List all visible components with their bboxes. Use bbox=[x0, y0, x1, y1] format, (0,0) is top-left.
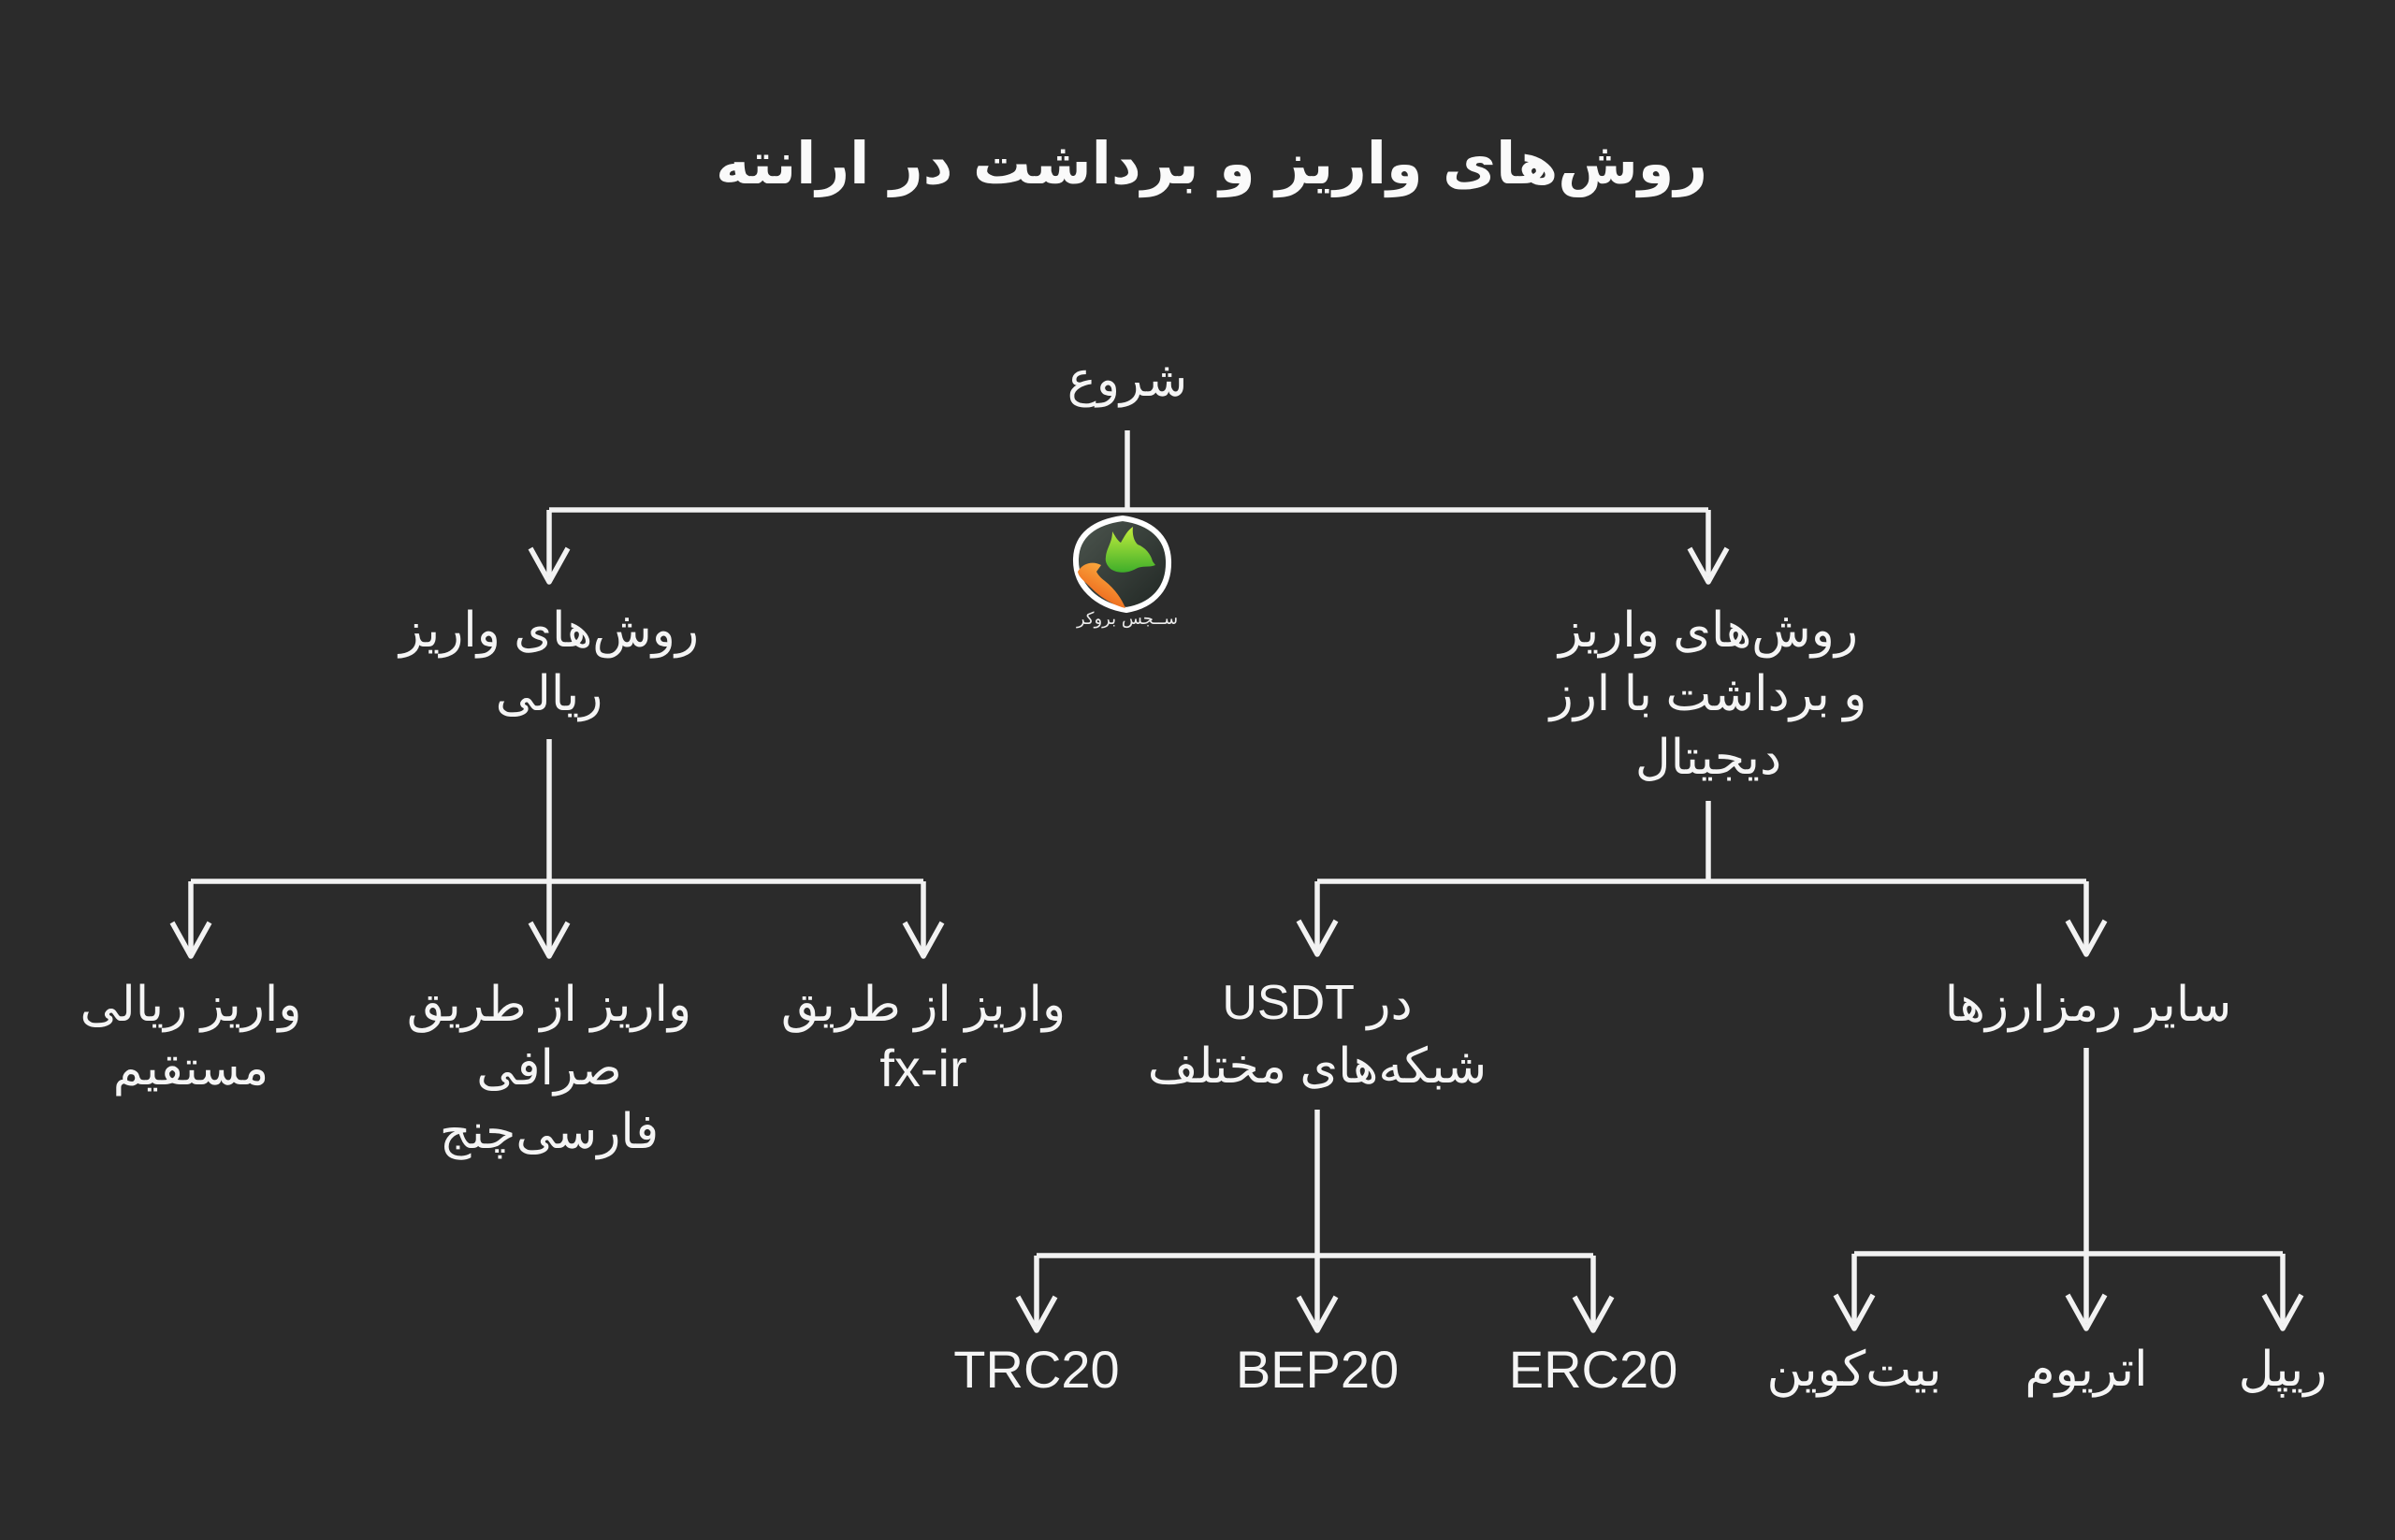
node-other-cryptos-label: سایر رمزارزها bbox=[1944, 978, 2232, 1032]
node-fxir-deposit: واریز از طریق fx-ir bbox=[781, 973, 1066, 1100]
node-direct-rial-line: واریز ریالی bbox=[80, 978, 302, 1032]
node-ripple-label: ریپل bbox=[2238, 1343, 2328, 1397]
node-usdt-line: شبکه‌های مختلف bbox=[1147, 1039, 1488, 1094]
node-start-label: شروع bbox=[1067, 353, 1188, 407]
node-bitcoin-label: بیت‌کوین bbox=[1766, 1343, 1942, 1397]
arrowhead-icon bbox=[1833, 1293, 1876, 1331]
node-rial-line: روش‌های واریز bbox=[399, 603, 699, 658]
arrowhead-icon bbox=[169, 921, 212, 959]
bull-bear-shield-icon bbox=[1072, 516, 1172, 613]
arrowhead-icon bbox=[2065, 1293, 2108, 1331]
edge-crypto-to-children bbox=[1296, 801, 2108, 957]
arrowhead-icon bbox=[2261, 1293, 2304, 1331]
arrowhead-icon bbox=[902, 921, 945, 959]
node-bep20: BEP20 bbox=[1236, 1338, 1399, 1402]
node-erc20: ERC20 bbox=[1509, 1338, 1678, 1402]
node-direct-rial-deposit: واریز ریالی مستقیم bbox=[80, 973, 302, 1100]
arrowhead-icon bbox=[1687, 546, 1730, 585]
node-rial-methods: روش‌های واریز ریالی bbox=[399, 599, 699, 726]
node-direct-rial-line: مستقیم bbox=[112, 1041, 269, 1096]
node-crypto-line: دیجیتال bbox=[1634, 731, 1782, 785]
node-bitcoin: بیت‌کوین bbox=[1767, 1338, 1942, 1402]
node-start: شروع bbox=[1067, 348, 1187, 412]
page-title: روش‌های واریز و برداشت در ارانته bbox=[715, 129, 1708, 197]
arrowhead-icon bbox=[2065, 919, 2108, 957]
node-ethereum-label: اتریوم bbox=[2025, 1343, 2148, 1397]
arrowhead-icon bbox=[1296, 919, 1339, 957]
arrowhead-icon bbox=[528, 546, 571, 585]
node-rial-line: ریالی bbox=[495, 667, 603, 721]
node-farsichange-line: واریز از طریق bbox=[406, 978, 692, 1032]
edge-usdt-to-networks bbox=[1015, 1110, 1615, 1333]
arrowhead-icon bbox=[1572, 1295, 1615, 1333]
node-bep20-label: BEP20 bbox=[1235, 1340, 1400, 1399]
arrowhead-icon bbox=[1015, 1295, 1058, 1333]
node-farsichange-line: فارسی‌چنج bbox=[439, 1105, 660, 1159]
node-usdt-networks: USDT در شبکه‌های مختلف bbox=[1148, 971, 1487, 1098]
node-trc20-label: TRC20 bbox=[953, 1340, 1120, 1399]
node-erc20-label: ERC20 bbox=[1508, 1340, 1678, 1399]
edge-rial-to-children bbox=[169, 739, 945, 959]
node-ethereum: اتریوم bbox=[2025, 1338, 2147, 1402]
node-crypto-methods: روش‌های واریز و برداشت با ارز دیجیتال bbox=[1550, 599, 1867, 790]
edge-start-to-branches bbox=[528, 430, 1730, 585]
node-trc20: TRC20 bbox=[953, 1338, 1119, 1402]
node-other-cryptos: سایر رمزارزها bbox=[1945, 973, 2232, 1037]
node-farsichange-line: صرافی bbox=[476, 1041, 622, 1096]
arrowhead-icon bbox=[528, 921, 571, 959]
arrowhead-icon bbox=[1296, 1295, 1339, 1333]
node-farsichange-deposit: واریز از طریق صرافی فارسی‌چنج bbox=[407, 973, 691, 1164]
node-crypto-line: و برداشت با ارز bbox=[1549, 667, 1867, 721]
node-usdt-line: USDT در bbox=[1222, 976, 1413, 1030]
edge-othercrypto-to-coins bbox=[1833, 1048, 2304, 1331]
logo-caption: ســجس بروکر bbox=[1076, 609, 1179, 629]
node-fxir-line: fx-ir bbox=[879, 1039, 967, 1097]
node-fxir-line: واریز از طریق bbox=[780, 978, 1067, 1032]
node-ripple: ریپل bbox=[2239, 1338, 2328, 1402]
node-crypto-line: روش‌های واریز bbox=[1559, 603, 1858, 658]
